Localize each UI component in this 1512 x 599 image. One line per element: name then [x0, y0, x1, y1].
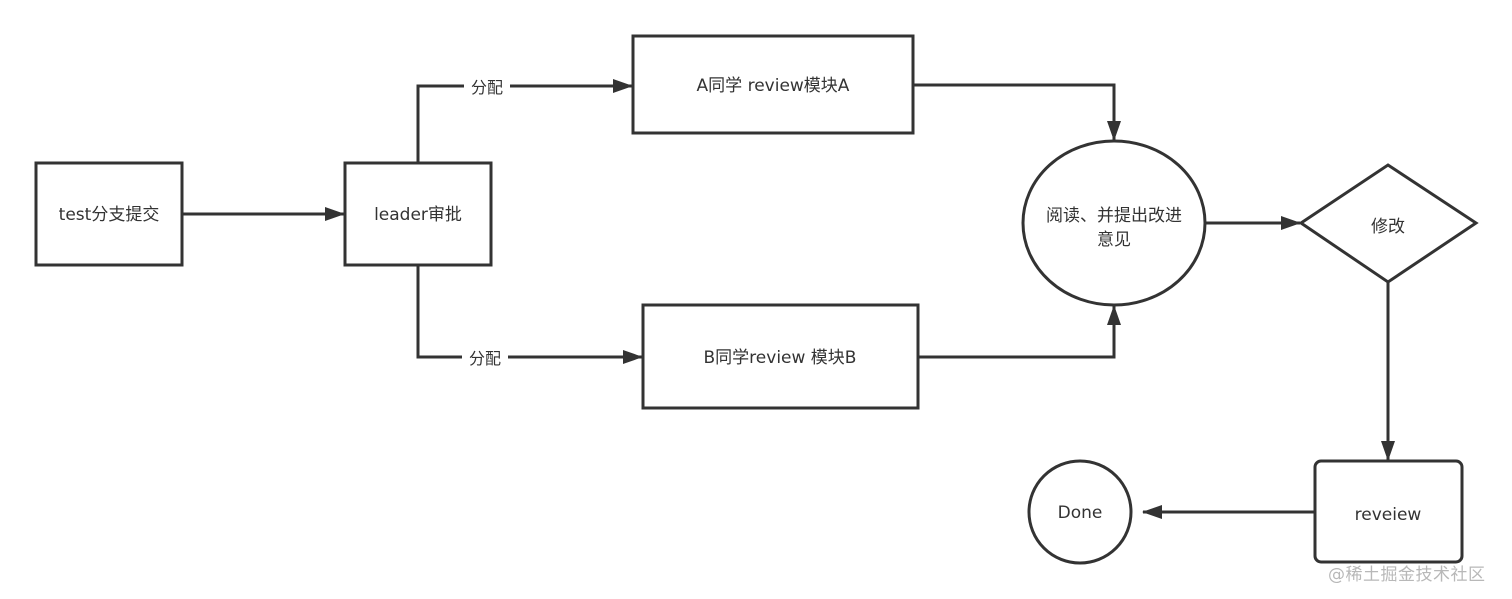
node-read-suggest[interactable]: 阅读、并提出改进 意见 — [1021, 139, 1207, 307]
watermark: @稀土掘金技术社区 — [1328, 565, 1486, 585]
edge-label-bg-b — [462, 347, 508, 369]
edge-review-a-to-read[interactable] — [913, 83, 1121, 141]
node-label-reveiew: reveiew — [1355, 505, 1422, 525]
edge-review-b-to-read[interactable] — [918, 305, 1121, 359]
node-test-submit[interactable]: test分支提交 — [34, 161, 184, 267]
edge-leader-to-review-a[interactable] — [416, 79, 633, 163]
node-label-review-a: A同学 review模块A — [697, 76, 850, 96]
edge-label-assign-b: 分配 — [469, 349, 501, 368]
node-label-modify: 修改 — [1371, 217, 1405, 237]
node-label-review-b: B同学review 模块B — [704, 348, 857, 368]
edge-label-assign-a: 分配 — [471, 78, 503, 97]
node-label-test-submit: test分支提交 — [59, 205, 160, 225]
node-done[interactable]: Done — [1027, 459, 1133, 565]
node-label-read-suggest-line2: 意见 — [1097, 230, 1131, 250]
node-leader-approve[interactable]: leader审批 — [343, 161, 493, 267]
node-label-read-suggest-line1: 阅读、并提出改进 — [1046, 206, 1182, 226]
node-review-a[interactable]: A同学 review模块A — [631, 34, 915, 135]
node-label-done: Done — [1058, 503, 1103, 523]
node-reveiew[interactable]: reveiew — [1313, 459, 1464, 564]
node-review-b[interactable]: B同学review 模块B — [641, 303, 920, 410]
node-label-leader-approve: leader审批 — [374, 205, 462, 225]
edge-leader-to-review-b[interactable] — [416, 265, 643, 364]
node-modify[interactable]: 修改 — [1298, 163, 1479, 284]
edge-label-bg-a — [464, 76, 510, 98]
